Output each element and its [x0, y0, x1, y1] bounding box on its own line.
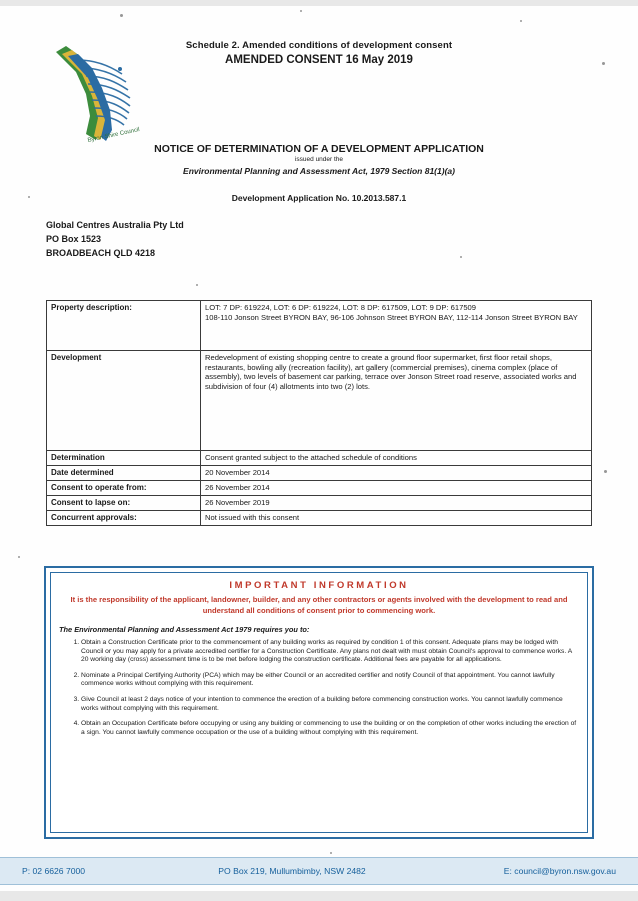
row-value: Redevelopment of existing shopping centr…	[200, 350, 592, 451]
scan-speck	[120, 14, 123, 17]
row-label: Consent to operate from:	[46, 480, 201, 496]
scan-speck	[196, 284, 198, 286]
table-row: Consent to operate from: 26 November 201…	[46, 480, 592, 496]
list-item: Nominate a Principal Certifying Authorit…	[81, 672, 579, 689]
important-information-title: IMPORTANT INFORMATION	[229, 580, 409, 591]
scan-speck	[330, 852, 332, 854]
table-row: Property description: LOT: 7 DP: 619224,…	[46, 300, 592, 351]
row-label: Determination	[46, 450, 201, 466]
scan-speck	[300, 10, 302, 12]
byron-shire-council-logo: Byron Shire Council	[36, 42, 144, 150]
row-label: Property description:	[46, 300, 201, 351]
footer-email[interactable]: E: council@byron.nsw.gov.au	[503, 866, 616, 876]
scan-edge	[0, 891, 638, 901]
footer-address: PO Box 219, Mullumbimby, NSW 2482	[218, 866, 366, 876]
row-value: 20 November 2014	[200, 465, 592, 481]
scan-speck	[602, 62, 605, 65]
row-label: Date determined	[46, 465, 201, 481]
scan-speck	[604, 470, 607, 473]
row-value: 26 November 2014	[200, 480, 592, 496]
table-row: Date determined 20 November 2014	[46, 465, 592, 481]
addressee-line-2: PO Box 1523	[46, 234, 102, 244]
schedule-line: Schedule 2. Amended conditions of develo…	[185, 40, 453, 51]
row-label: Consent to lapse on:	[46, 495, 201, 511]
scan-speck	[460, 256, 462, 258]
amended-consent-line: AMENDED CONSENT 16 May 2019	[225, 54, 413, 66]
row-label: Development	[46, 350, 201, 451]
issued-under-label: issued under the	[294, 156, 344, 163]
scan-speck	[28, 196, 30, 198]
act-reference: Environmental Planning and Assessment Ac…	[183, 166, 455, 176]
requirements-list: Obtain a Construction Certificate prior …	[59, 639, 579, 737]
table-row: Consent to lapse on: 26 November 2019	[46, 495, 592, 511]
requirements-intro: The Environmental Planning and Assessmen…	[59, 625, 310, 634]
determination-details-table: Property description: LOT: 7 DP: 619224,…	[46, 300, 592, 526]
footer-phone: P: 02 6626 7000	[22, 866, 86, 876]
row-value: Consent granted subject to the attached …	[200, 450, 592, 466]
row-value: 26 November 2019	[200, 495, 592, 511]
development-application-number: Development Application No. 10.2013.587.…	[231, 193, 407, 203]
addressee-block: Global Centres Australia Pty Ltd PO Box …	[46, 218, 184, 260]
responsibility-statement: It is the responsibility of the applican…	[70, 595, 568, 615]
addressee-line-3: BROADBEACH QLD 4218	[46, 248, 156, 258]
scan-speck	[520, 20, 522, 22]
list-item: Obtain an Occupation Certificate before …	[81, 720, 579, 737]
important-information-inner: IMPORTANT INFORMATION It is the responsi…	[50, 572, 588, 833]
row-value: LOT: 7 DP: 619224, LOT: 6 DP: 619224, LO…	[200, 300, 592, 351]
list-item: Give Council at least 2 days notice of y…	[81, 696, 579, 713]
page-title: NOTICE OF DETERMINATION OF A DEVELOPMENT…	[154, 143, 484, 155]
row-label: Concurrent approvals:	[46, 510, 201, 526]
table-row: Concurrent approvals: Not issued with th…	[46, 510, 592, 526]
table-row: Determination Consent granted subject to…	[46, 450, 592, 466]
list-item: Obtain a Construction Certificate prior …	[81, 639, 579, 665]
page-footer: P: 02 6626 7000 PO Box 219, Mullumbimby,…	[0, 857, 638, 885]
scan-edge	[0, 0, 638, 6]
addressee-line-1: Global Centres Australia Pty Ltd	[46, 220, 184, 230]
scan-speck	[18, 556, 20, 558]
table-row: Development Redevelopment of existing sh…	[46, 350, 592, 451]
important-information-box: IMPORTANT INFORMATION It is the responsi…	[44, 566, 594, 839]
row-value: Not issued with this consent	[200, 510, 592, 526]
